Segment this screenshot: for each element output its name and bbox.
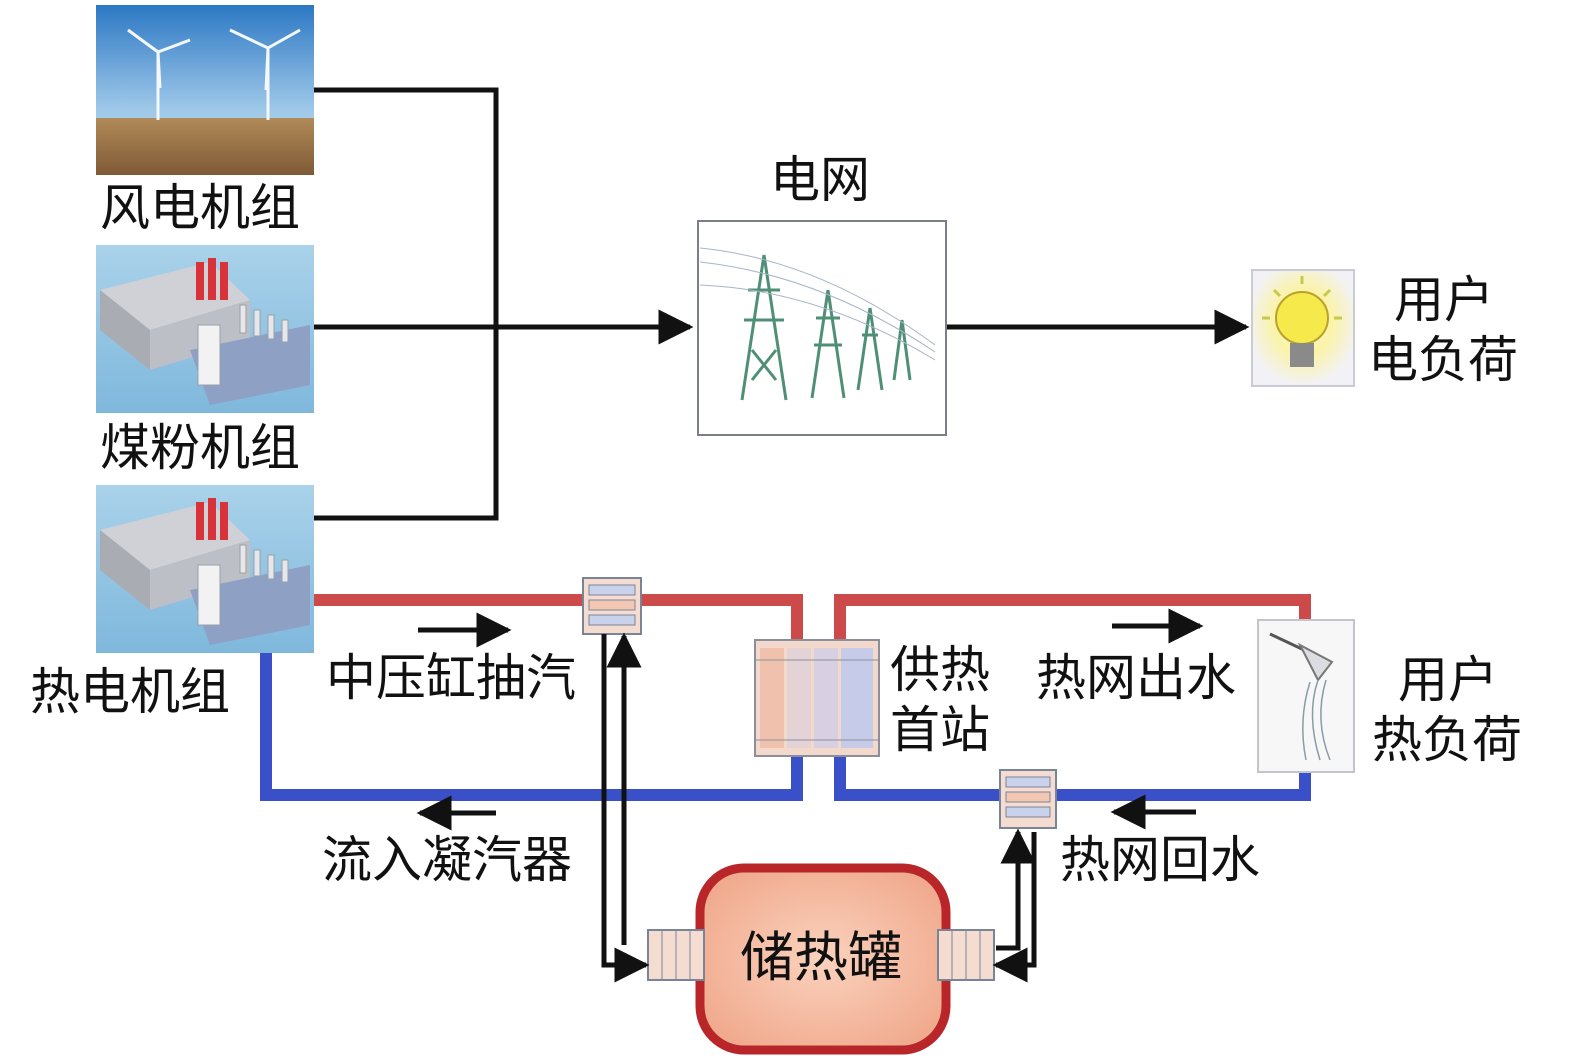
grid-label: 电网 [770, 151, 870, 209]
user-elec-load-label: 用户 电负荷 [1368, 270, 1518, 390]
heat-supply-water-label: 热网出水 [1036, 649, 1236, 707]
wind-turbines-photo [96, 5, 314, 175]
tank-right-connector [937, 929, 995, 981]
left-supply-pipe [314, 594, 803, 643]
heat-pipes [260, 594, 1311, 801]
storage-lines [601, 632, 1037, 983]
coal-unit-label: 煤粉机组 [100, 419, 300, 477]
coal-plant-illustration [96, 245, 314, 413]
user-elec-load-line1: 用户 [1394, 271, 1494, 329]
wind-unit-label: 风电机组 [100, 179, 300, 237]
shower-icon [1257, 619, 1355, 773]
wind-feed-line [314, 87, 499, 521]
user-heat-load-label: 用户 热负荷 [1372, 650, 1522, 770]
user-heat-load-line2: 热负荷 [1372, 711, 1522, 769]
tank-to-return-line [996, 828, 1036, 951]
left-return-pipe [260, 653, 803, 801]
user-heat-load-line1: 用户 [1398, 651, 1498, 709]
extraction-to-tank-line [601, 634, 650, 983]
flow-arrows [416, 608, 1204, 831]
power-bus-lines [314, 87, 1250, 521]
right-return-pipe [834, 755, 1311, 801]
storage-tank-label: 储热罐 [740, 926, 902, 989]
to-condenser-label: 流入凝汽器 [322, 831, 572, 889]
transmission-tower-icon [740, 254, 912, 401]
tank-left-connector [647, 929, 705, 981]
right-supply-pipe [834, 594, 1311, 643]
grid-box [697, 220, 947, 436]
return-heat-exchanger [999, 769, 1057, 829]
mp-extraction-label: 中压缸抽汽 [326, 649, 576, 707]
heat-station-line2: 首站 [890, 701, 990, 759]
heat-return-water-label: 热网回水 [1060, 831, 1260, 889]
chp-unit-label: 热电机组 [30, 663, 230, 721]
chp-plant-illustration [96, 485, 314, 653]
user-elec-load-line2: 电负荷 [1368, 331, 1518, 389]
heat-station-label: 供热 首站 [890, 640, 990, 760]
heat-station-line1: 供热 [890, 641, 990, 699]
light-bulb-icon [1251, 269, 1355, 387]
return-to-tank-line [992, 832, 1037, 983]
heat-station-exchanger [754, 639, 880, 757]
extraction-heat-exchanger [582, 577, 642, 635]
